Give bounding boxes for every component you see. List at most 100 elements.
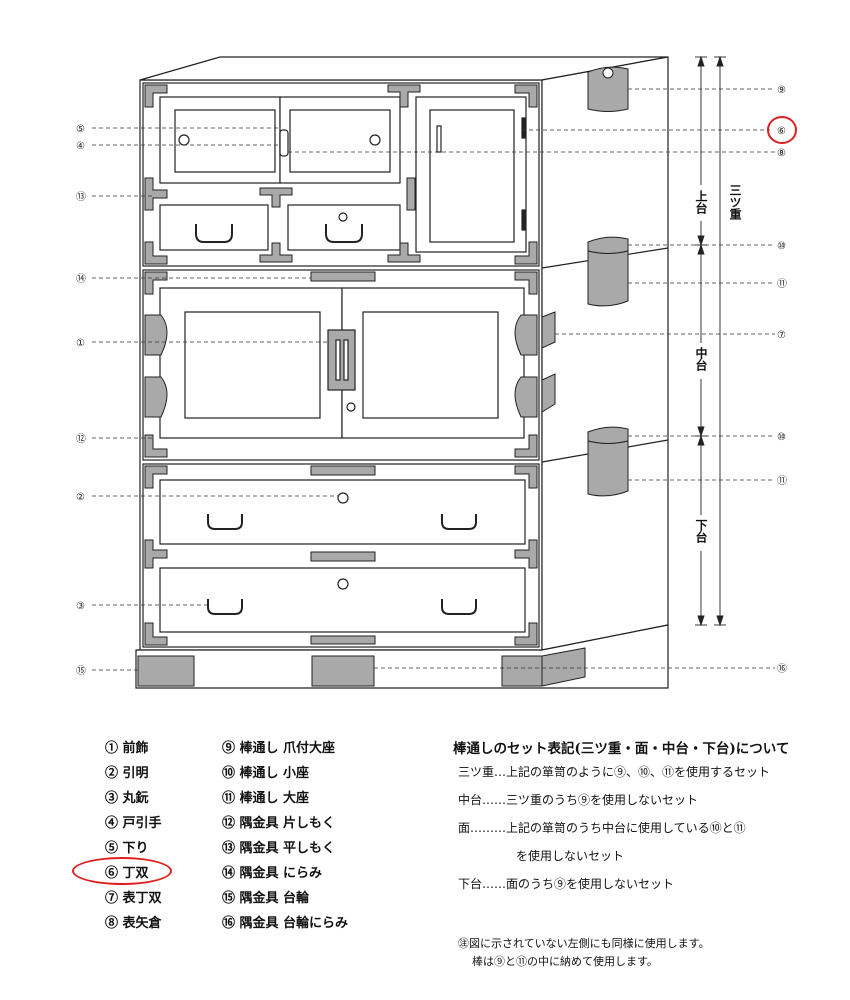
pole-fitting-small xyxy=(587,426,629,444)
drawer-handle xyxy=(441,599,477,615)
callout-1: ① xyxy=(76,338,85,349)
callout-10-lower: ⑩ xyxy=(777,432,786,443)
middle-door-panel-right xyxy=(362,311,499,419)
legend-item: ⑭ 隅金具 にらみ xyxy=(222,866,323,881)
callout-8: ⑧ xyxy=(777,148,786,159)
callout-2: ② xyxy=(76,492,85,503)
t-bracket xyxy=(259,242,293,263)
note-line: を使用しないセット xyxy=(516,849,625,863)
callout-11-lower: ⑪ xyxy=(777,475,787,487)
callout-6: ⑥ xyxy=(777,126,786,137)
legend-item: ⑩ 棒通し 小座 xyxy=(222,766,310,781)
callout-11-upper: ⑪ xyxy=(777,278,787,290)
dimension-label-middle: 中台 xyxy=(694,346,708,372)
callout-3: ③ xyxy=(76,601,85,612)
side-fitting-tab xyxy=(541,373,556,413)
callout-9: ⑨ xyxy=(777,85,786,96)
front-ornament-bar xyxy=(335,339,341,381)
corner-bracket xyxy=(144,241,168,265)
nirami-plate xyxy=(310,271,376,282)
drawer-handle xyxy=(441,514,477,530)
base-side-fitting xyxy=(541,647,586,687)
drawer-knob xyxy=(338,212,348,222)
cabinet-side xyxy=(541,56,669,651)
tansu-diagram: 上台 中台 下台 三ツ重 ⑤ ④ ⑬ ⑭ ① ⑫ ② ③ ⑮ ⑨ ⑥ ⑧ ⑩ ⑪… xyxy=(76,55,797,689)
callout-10-upper: ⑩ xyxy=(777,241,786,252)
side-fitting-tab xyxy=(541,311,556,349)
legend-item: ⑦ 表丁双 xyxy=(105,891,162,906)
t-bracket xyxy=(259,187,293,208)
callout-15: ⑮ xyxy=(76,665,86,677)
middle-door-panel-left xyxy=(184,311,321,419)
side-fitting xyxy=(514,376,538,418)
door-lock-slot xyxy=(436,125,442,153)
callout-13: ⑬ xyxy=(76,191,86,203)
base-nirami-fitting xyxy=(311,655,375,687)
upper-drawer-right xyxy=(287,204,401,251)
legend-item: ⑧ 表矢倉 xyxy=(105,916,162,931)
corner-bracket xyxy=(514,434,538,458)
dimension-label-lower: 下台 xyxy=(694,519,708,544)
legend-item: ⑬ 隅金具 平しもく xyxy=(222,841,336,856)
side-fitting xyxy=(514,314,538,356)
note-line: 中台……三ツ重のうち⑨を使用しないセット xyxy=(458,793,699,807)
side-bracket xyxy=(514,539,538,569)
side-fitting xyxy=(144,376,168,418)
upper-door-panel-left xyxy=(174,109,276,173)
side-bracket xyxy=(144,177,168,211)
legend-item: ③ 丸鈨 xyxy=(105,791,149,806)
lower-drawer-top xyxy=(159,479,526,545)
t-bracket xyxy=(387,242,421,263)
drawer-handle xyxy=(325,224,363,243)
pole-fitting-large xyxy=(587,250,629,307)
note-line: 下台……面のうち⑨を使用しないセット xyxy=(458,877,675,891)
upper-drawer-left xyxy=(159,204,269,251)
legend-item: ⑫ 隅金具 片しもく xyxy=(222,816,336,831)
upper-hinged-door-panel xyxy=(429,109,515,243)
legend-item: ⑮ 隅金具 台輪 xyxy=(222,891,310,906)
legend-item: ⑪ 棒通し 大座 xyxy=(222,791,310,806)
drawer-handle xyxy=(195,224,233,243)
corner-bracket xyxy=(514,241,538,265)
callout-16: ⑯ xyxy=(777,663,787,675)
hinge-bottom xyxy=(521,209,526,231)
dimension-label-triple: 三ツ重 xyxy=(728,184,742,220)
footnote: 棒は⑨と⑪の中に納めて使用します。 xyxy=(472,955,658,968)
legend-item: ⑯ 隅金具 台輪にらみ xyxy=(222,916,349,931)
note-line: 面………上記の箪笥のうち中台に使用している⑩と⑪ xyxy=(458,821,746,835)
legend-item: ⑤ 下り xyxy=(105,841,149,856)
callout-6-highlight xyxy=(767,116,797,144)
drawer-knob xyxy=(337,578,349,590)
nirami-plate xyxy=(310,635,376,645)
legend-highlight-ellipse xyxy=(72,857,172,885)
pole-fitting-small xyxy=(587,236,629,254)
lower-drawer-bottom xyxy=(159,567,526,633)
nirami-plate xyxy=(310,551,376,562)
front-ornament-bar xyxy=(343,339,349,381)
legend-item: ④ 戸引手 xyxy=(105,816,162,831)
corner-bracket xyxy=(514,84,538,108)
corner-bracket xyxy=(144,622,168,646)
hinge-top xyxy=(521,117,526,139)
note-line: 三ツ重…上記の箪笥のように⑨、⑩、⑪を使用するセット xyxy=(458,765,771,779)
corner-bracket xyxy=(514,622,538,646)
callout-12: ⑫ xyxy=(76,433,86,445)
side-bracket xyxy=(406,177,416,211)
dimension-label-upper: 上台 xyxy=(694,189,708,215)
pole-fitting-large-claw xyxy=(587,66,629,112)
notes-title: 棒通しのセット表記(三ツ重・面・中台・下台)について xyxy=(453,741,790,757)
door-pull-handle xyxy=(279,129,289,157)
drawer-handle xyxy=(207,599,243,615)
callout-5: ⑤ xyxy=(76,124,85,135)
drawer-handle xyxy=(207,514,243,530)
callout-7: ⑦ xyxy=(777,330,786,341)
corner-bracket xyxy=(144,84,168,108)
base-corner-fitting xyxy=(501,655,543,687)
footnote: ㊟図に示されていない左側にも同様に使用します。 xyxy=(458,937,710,950)
t-bracket xyxy=(387,84,421,108)
nirami-plate xyxy=(310,465,376,476)
front-ornament-plate xyxy=(327,329,356,391)
door-knob-right xyxy=(369,134,381,146)
corner-bracket xyxy=(514,465,538,489)
middle-door-knob xyxy=(346,402,356,412)
